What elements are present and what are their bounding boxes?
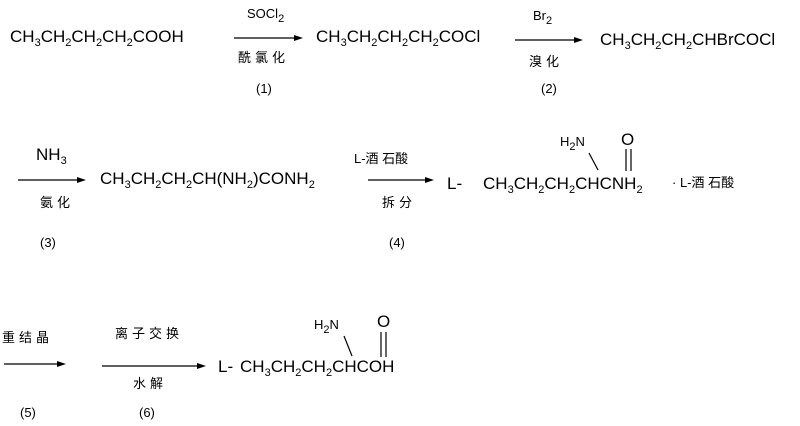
step1-number: (1) [256,81,272,96]
arrow-step1 [234,35,303,41]
arrow-step2 [515,37,583,43]
arrow-step5 [4,361,66,367]
step4-condition: 拆分 [382,195,417,210]
product5-bonds [343,332,387,357]
amino-amide-formula: CH3CH2CH2CH(NH2)CONH2 [100,169,315,191]
step2-condition: 溴化 [529,54,564,69]
product5-amine: H2N [314,317,339,336]
acyl-chloride-formula: CH3CH2CH2CH2COCl [316,27,481,49]
product5-carbonyl-o: O [377,312,391,331]
step6-number: (6) [139,405,155,420]
bromo-acyl-chloride-formula: CH3CH2CH2CHBrCOCl [600,30,776,52]
product4-amine: H2N [560,134,585,153]
step3-reagent: NH3 [36,145,67,167]
step5-number: (5) [20,405,36,420]
arrow-step4 [368,177,434,183]
product4-bonds [588,149,632,171]
product4-prefix: L- [447,174,463,193]
step2-reagent: Br2 [533,8,553,27]
step4-number: (4) [389,235,405,250]
product5-amine-bond [343,335,353,357]
tartrate-salt-label: · L-酒 石酸 [672,175,735,190]
step4-reagent: L-酒 石酸 [354,151,409,166]
amide-tartrate-formula: CH3CH2CH2CHCNH2 [483,174,643,196]
product5-prefix: L- [218,357,234,376]
aminobutyric-acid-formula: CH3CH2CH2CHCOH [240,357,395,379]
step6-condition-top: 离子交换 [115,326,184,341]
arrow-step6 [102,363,206,369]
step1-condition: 酰氯化 [238,50,290,65]
arrow-step3 [18,177,86,183]
step3-number: (3) [40,235,56,250]
step1-reagent: SOCl2 [247,6,285,25]
step6-condition-bottom: 水解 [133,376,168,391]
step2-number: (2) [541,81,557,96]
product4-amine-bond [588,152,599,171]
step3-condition: 氨化 [40,195,75,210]
start-material-formula: CH3CH2CH2CH2COOH [10,27,184,49]
product4-carbonyl-o: O [621,130,635,149]
step5-condition: 重结晶 [2,330,54,345]
